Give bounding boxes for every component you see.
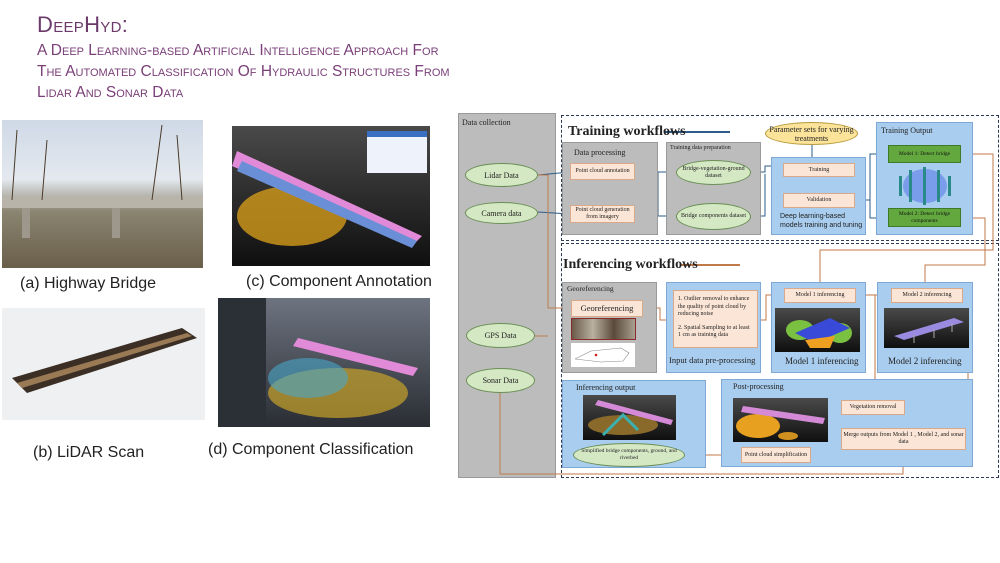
vegetation-removal-step: Vegetation removal bbox=[841, 400, 905, 415]
simplified-output-node: Simplified bridge components, ground, an… bbox=[573, 443, 685, 467]
slide-title: DeepHyd: bbox=[37, 12, 129, 37]
preprocessing-label: Input data pre-processing bbox=[669, 355, 756, 365]
gps-data-node: GPS Data bbox=[466, 323, 535, 348]
model-2-result-image bbox=[884, 308, 969, 348]
georeferenced-photo-strip bbox=[571, 318, 636, 340]
training-output-title: Training Output bbox=[881, 126, 933, 135]
caption-b: (b) LiDAR Scan bbox=[33, 444, 145, 461]
camera-data-node: Camera data bbox=[465, 202, 538, 224]
point-cloud-simplification-step: Point cloud simplification bbox=[741, 447, 811, 463]
inferencing-workflow-frame bbox=[561, 243, 999, 478]
subtitle-line-1: A Deep Learning-based Artificial Intelli… bbox=[37, 42, 439, 59]
caption-d: (d) Component Classification bbox=[208, 441, 414, 458]
subtitle-line-3: Lidar And Sonar Data bbox=[37, 84, 184, 101]
post-processing-image bbox=[733, 398, 828, 442]
inferencing-output-image bbox=[583, 395, 676, 440]
model-1-inferencing-step: Model 1 inferencing bbox=[784, 288, 856, 303]
bridge-vegetation-ground-dataset: Bridge-vegetation-ground dataset bbox=[676, 160, 751, 185]
highway-bridge-photo bbox=[2, 120, 203, 268]
caption-c: (c) Component Annotation bbox=[246, 273, 432, 290]
point-cloud-annotation-step: Point cloud annotation bbox=[570, 163, 635, 180]
model-1-label: Model 1 inferencing bbox=[785, 356, 859, 366]
training-workflow-frame bbox=[561, 115, 999, 241]
sonar-data-node: Sonar Data bbox=[466, 368, 535, 393]
preprocessing-steps: 1. Outlier removal to enhance the qualit… bbox=[673, 290, 758, 348]
post-processing-title: Post-processing bbox=[733, 382, 784, 391]
bridge-components-dataset: Bridge components dataset bbox=[676, 203, 751, 230]
merge-outputs-step: Merge outputs from Model 1 , Model 2, an… bbox=[841, 428, 966, 450]
dl-training-label: Deep learning-based models training and … bbox=[780, 213, 863, 229]
neural-network-icon bbox=[899, 167, 951, 205]
training-workflows-title: Training workflows bbox=[568, 124, 686, 139]
model-1-detect-bridge: Model 1: Detect bridge bbox=[888, 145, 961, 163]
point-cloud-generation-step: Point cloud generation from imagery bbox=[570, 205, 635, 223]
validation-step: Validation bbox=[783, 193, 855, 208]
spatial-sampling-step: 2. Spatial Sampling to at least 1 cm as … bbox=[678, 324, 750, 339]
model-2-label: Model 2 inferencing bbox=[888, 356, 962, 366]
lidar-data-node: Lidar Data bbox=[465, 163, 538, 187]
outlier-removal-step: 1. Outlier removal to enhance the qualit… bbox=[678, 296, 750, 317]
component-annotation-image bbox=[232, 126, 430, 266]
georeferencing-title: Georeferencing bbox=[567, 284, 614, 293]
training-data-prep-title: Training data preparation bbox=[670, 145, 731, 151]
georeferencing-step: Georeferencing bbox=[571, 300, 643, 317]
data-processing-title: Data processing bbox=[574, 148, 626, 157]
training-step: Training bbox=[783, 163, 855, 177]
model-2-inferencing-step: Model 2 inferencing bbox=[891, 288, 963, 303]
parameter-sets-node: Parameter sets for varying treatments bbox=[765, 122, 858, 145]
data-collection-title: Data collection bbox=[462, 118, 511, 127]
lidar-scan-image bbox=[2, 308, 205, 420]
model-2-detect-components: Model 2: Detect bridge components bbox=[888, 208, 961, 227]
caption-a: (a) Highway Bridge bbox=[20, 275, 157, 292]
subtitle-line-2: The Automated Classification Of Hydrauli… bbox=[37, 63, 450, 80]
inferencing-workflows-title: Inferencing workflows bbox=[563, 257, 698, 272]
state-map-icon bbox=[571, 343, 635, 367]
component-classification-image bbox=[218, 298, 430, 427]
inferencing-output-title: Inferencing output bbox=[576, 383, 636, 392]
model-1-result-image bbox=[775, 308, 860, 352]
